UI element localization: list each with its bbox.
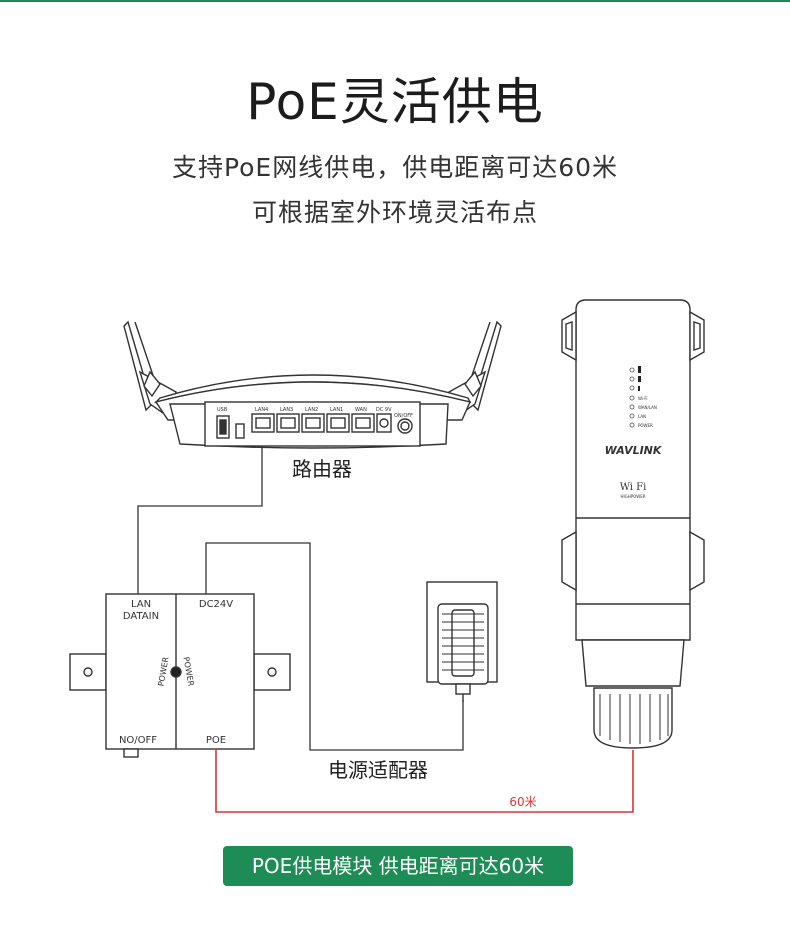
poe-module [69,593,291,758]
wavlink-logo: WAVLINK [605,444,663,457]
cables [137,446,464,751]
router [123,320,502,449]
led-label-lan: LAN [638,414,646,419]
distance-label: 60米 [509,795,536,809]
subtitle-line-2: 可根据室外环境灵活布点 [251,198,538,227]
outdoor-ap [561,299,705,749]
dc24v-label: DC24V [199,599,233,610]
power-adapter [426,581,498,702]
lan3-port-label: LAN3 [280,407,293,413]
top-accent-rule [0,0,790,2]
adapter-label: 电源适配器 [328,758,428,782]
led-label-wanlan: WAN/LAN [638,405,657,410]
datain-label: DATAIN [123,611,159,622]
dc-port-label: DC 9V [376,407,392,413]
poe-port-label: POE [206,735,226,746]
lan4-port-label: LAN4 [255,407,268,413]
lan-label: LAN [131,599,151,610]
caption-bar: POE供电模块 供电距离可达60米 [223,846,573,886]
dc-cable [205,542,464,751]
wan-port-label: WAN [355,407,367,413]
lan2-port-label: LAN2 [305,407,318,413]
usb-port-label: USB [217,407,228,413]
wifi-mark: Wi Fi [620,482,647,493]
diagram-labels: 路由器 电源适配器 60米 [292,457,537,809]
subtitle-line-1: 支持PoE网线供电，供电距离可达60米 [171,153,619,182]
power-button-label: ON/OFF [394,413,413,419]
router-port-labels: USB LAN4 LAN3 LAN2 LAN1 WAN DC 9V ON/OFF [217,407,413,419]
wifi-highpower: HIGHPOWER [620,494,645,499]
router-label: 路由器 [292,457,352,481]
lan-cable [137,446,263,594]
led-label-wifi: Wi-Fi [638,396,648,401]
poe-cable [215,750,634,813]
ap-labels: Wi-Fi WAN/LAN LAN POWER WAVLINK Wi Fi HI… [605,396,663,499]
lan1-port-label: LAN1 [330,407,343,413]
led-label-power: POWER [638,423,653,428]
switch-label: NO/OFF [119,735,157,746]
page-title: PoE灵活供电 [246,73,544,131]
